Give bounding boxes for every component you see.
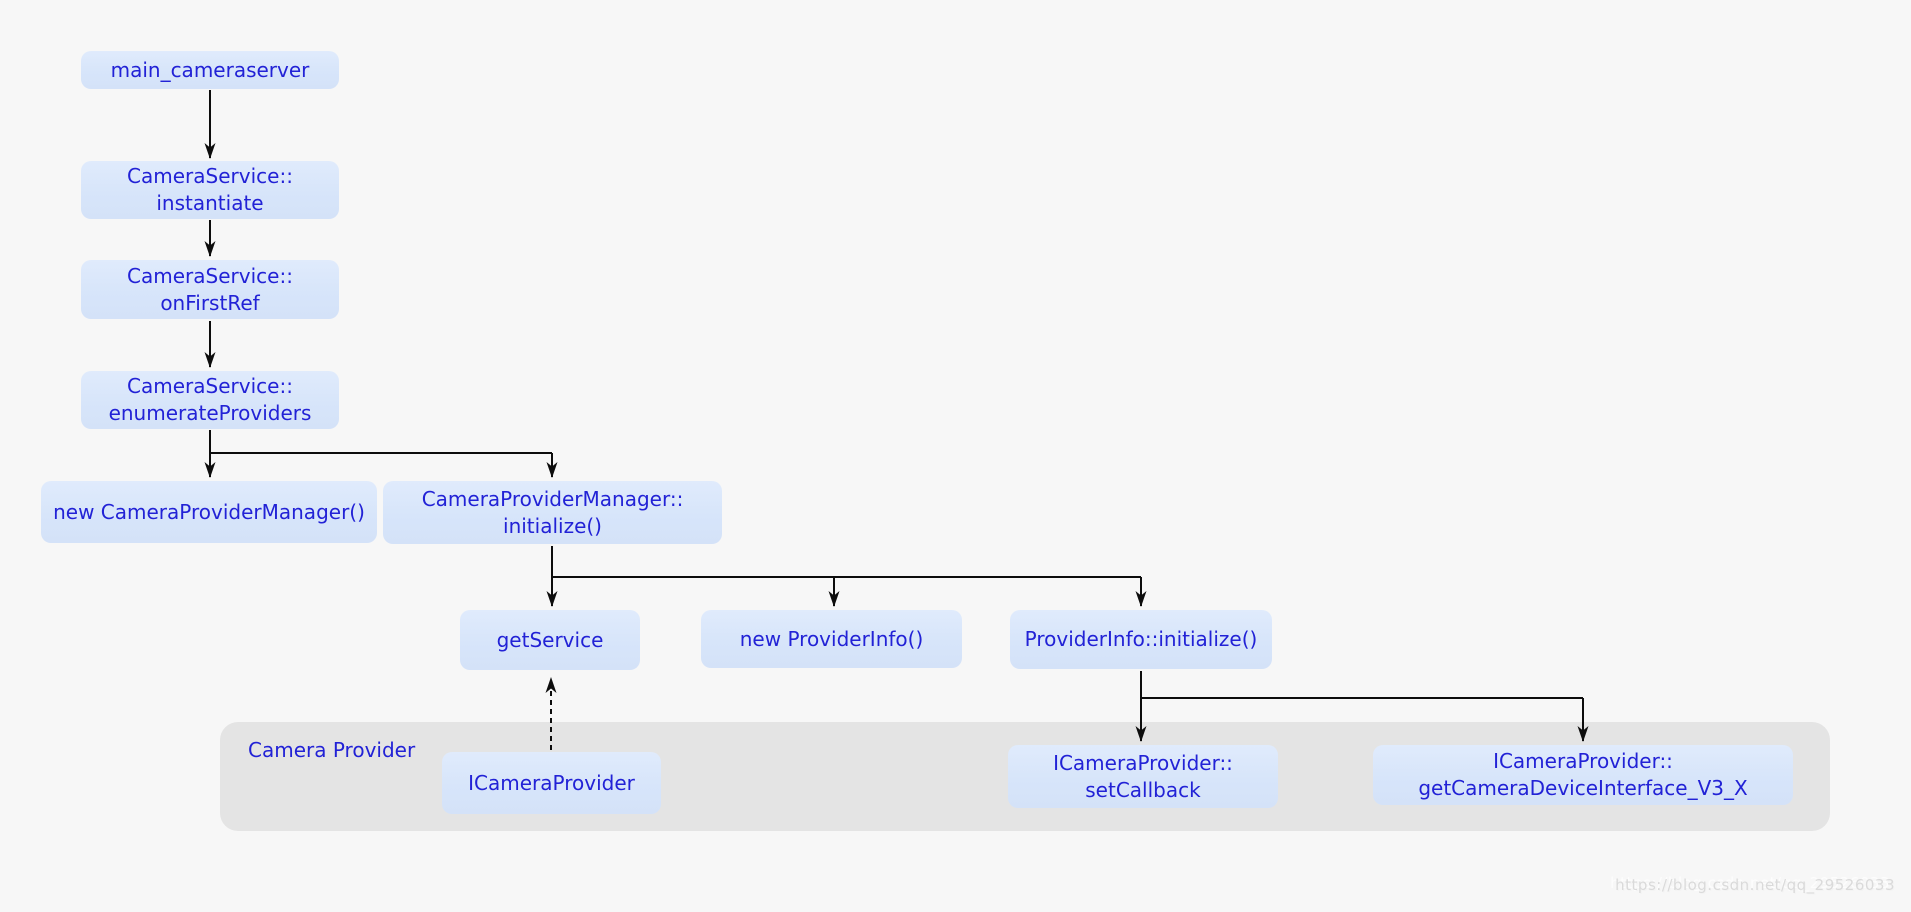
watermark: https://blog.csdn.net/qq_29526033	[1615, 876, 1895, 894]
node-cameraservice-enumerateproviders: CameraService:: enumerateProviders	[81, 371, 339, 429]
node-icameraprovider-getcameradeviceinterface: ICameraProvider:: getCameraDeviceInterfa…	[1373, 745, 1793, 805]
node-cameraservice-onfirstref: CameraService:: onFirstRef	[81, 260, 339, 319]
camera-provider-group-label: Camera Provider	[248, 738, 416, 762]
node-providerinfo-initialize: ProviderInfo::initialize()	[1010, 610, 1272, 669]
node-cameraprovidermanager-initialize: CameraProviderManager:: initialize()	[383, 481, 722, 544]
node-icameraprovider-setcallback: ICameraProvider:: setCallback	[1008, 745, 1278, 808]
node-main-cameraserver: main_cameraserver	[81, 51, 339, 89]
node-getservice: getService	[460, 610, 640, 670]
node-new-providerinfo: new ProviderInfo()	[701, 610, 962, 668]
node-new-cameraprovidermanager: new CameraProviderManager()	[41, 481, 377, 543]
node-cameraservice-instantiate: CameraService:: instantiate	[81, 161, 339, 219]
node-icameraprovider: ICameraProvider	[442, 752, 661, 814]
